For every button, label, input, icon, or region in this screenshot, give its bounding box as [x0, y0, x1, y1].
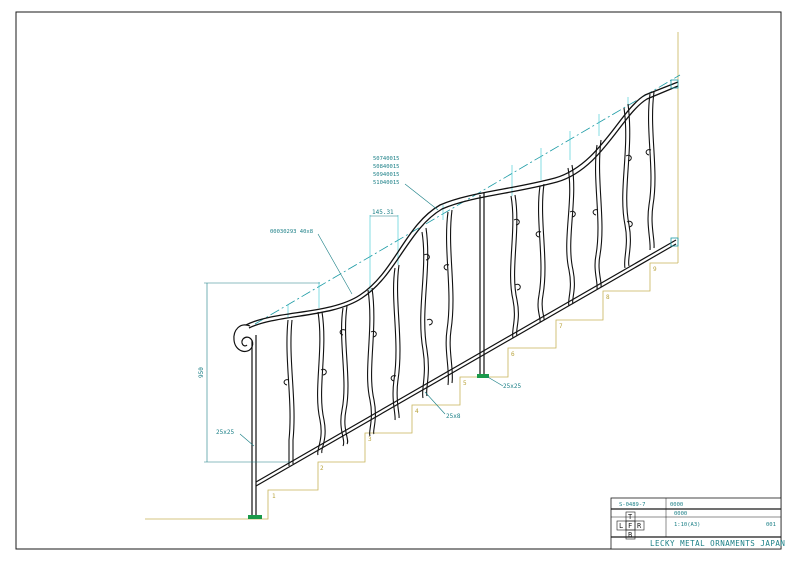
post-base-mid — [477, 374, 489, 378]
scale-value: 1:10(A3) — [674, 522, 701, 528]
projection-lines — [287, 97, 629, 318]
title-field-top: 0000 — [670, 502, 683, 508]
leader-line — [239, 433, 255, 447]
view-left: L — [619, 522, 623, 530]
leader-line — [424, 391, 446, 415]
handrail-scroll — [233, 324, 254, 353]
view-top: T — [628, 513, 633, 521]
centerline — [254, 74, 681, 325]
post-base-left — [248, 515, 262, 519]
stair-outline — [145, 32, 679, 520]
leader-line — [404, 183, 439, 211]
posts — [251, 193, 485, 517]
title-field-mid: 0000 — [674, 511, 687, 517]
step-number: 9 — [653, 266, 657, 273]
bottom-rail — [255, 239, 677, 487]
step-number: 7 — [559, 323, 563, 330]
post-size-label: 25x25 — [216, 429, 234, 436]
step-number: 5 — [463, 380, 467, 387]
bar-size-label: 25x8 — [446, 413, 461, 420]
company-name: LECKY METAL ORNAMENTS JAPAN — [650, 539, 785, 548]
step-number: 4 — [415, 408, 419, 415]
view-front: F — [628, 522, 632, 530]
rail-end-fitting — [670, 79, 679, 89]
rail-part-label: 00030293 40x8 — [270, 229, 313, 235]
height-dimension — [204, 282, 320, 463]
drawing-number: S-0489-7 — [619, 502, 646, 508]
spacing-dimension-label: 145.31 — [372, 209, 394, 216]
drawing-frame — [15, 11, 782, 550]
step-number: 2 — [320, 465, 324, 472]
baluster-scrolls — [283, 149, 652, 386]
step-number: 1 — [272, 493, 276, 500]
post-size-label: 25x25 — [503, 383, 521, 390]
leader-line — [485, 375, 504, 387]
balusters — [286, 91, 656, 466]
step-number: 6 — [511, 351, 515, 358]
step-numbers: 1 2 3 4 5 6 7 8 9 — [272, 266, 657, 500]
part-code: 50740015 — [373, 156, 400, 162]
step-number: 3 — [368, 436, 372, 443]
rail-end-fitting — [670, 237, 679, 247]
leader-line — [317, 233, 353, 295]
view-bottom: B — [628, 531, 632, 539]
part-code: 50940015 — [373, 172, 400, 178]
step-number: 8 — [606, 294, 610, 301]
part-code-list: 50740015 50840015 50940015 51040015 — [373, 156, 400, 186]
title-block: T L F R B S-0489-7 0000 0000 1:10(A3) 00… — [610, 497, 785, 550]
part-code: 51040015 — [373, 180, 400, 186]
sheet-number: 001 — [766, 522, 776, 528]
part-code: 50840015 — [373, 164, 400, 170]
height-dimension-label: 950 — [198, 367, 205, 378]
view-right: R — [637, 522, 642, 530]
